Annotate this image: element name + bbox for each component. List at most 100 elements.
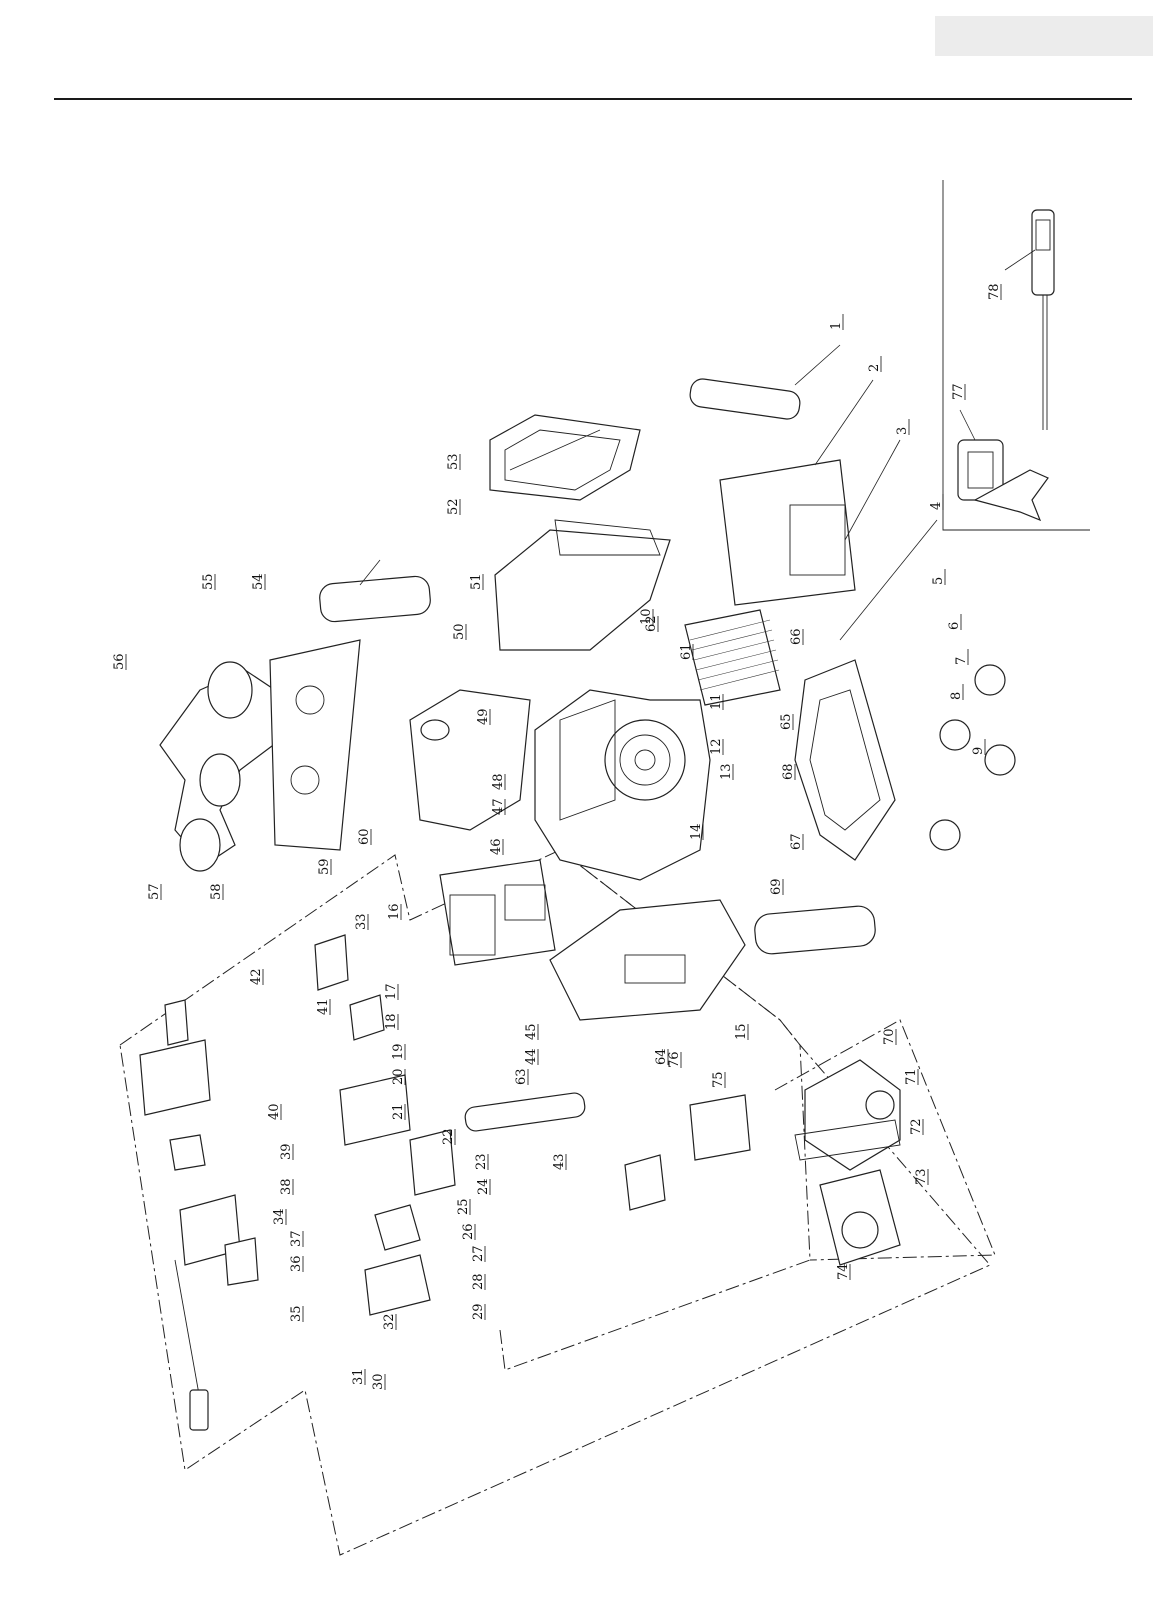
callout-32: 32	[382, 1313, 397, 1330]
callout-69: 69	[769, 878, 784, 895]
control-board-part	[170, 1135, 258, 1285]
callout-9: 9	[971, 747, 986, 755]
callout-78: 78	[987, 283, 1002, 300]
air-filter-grille-part	[685, 610, 780, 705]
callout-1: 1	[829, 322, 844, 330]
callout-41: 41	[316, 998, 331, 1015]
callout-45: 45	[524, 1023, 539, 1040]
callout-7: 7	[954, 657, 969, 665]
callout-71: 71	[904, 1068, 919, 1085]
fuel-tank-part	[410, 690, 530, 830]
callout-65: 65	[779, 713, 794, 730]
callout-52: 52	[446, 498, 461, 515]
callout-14: 14	[689, 823, 704, 840]
callout-76: 76	[667, 1051, 682, 1068]
callout-39: 39	[279, 1143, 294, 1160]
callout-46: 46	[489, 838, 504, 855]
base-tray-part	[795, 660, 1015, 860]
callout-49: 49	[476, 708, 491, 725]
callout-70: 70	[882, 1028, 897, 1045]
handle-tube-lower-part	[464, 1092, 586, 1132]
callout-68: 68	[781, 763, 796, 780]
callout-73: 73	[914, 1168, 929, 1185]
outlet-panel-part	[625, 1095, 750, 1210]
callout-5: 5	[931, 577, 946, 585]
callout-2: 2	[867, 364, 882, 372]
callout-12: 12	[709, 738, 724, 755]
mount-plate-part	[820, 1170, 900, 1265]
callout-23: 23	[474, 1153, 489, 1170]
side-cover-part	[720, 460, 855, 605]
callout-19: 19	[391, 1043, 406, 1060]
callout-53: 53	[446, 453, 461, 470]
callout-60: 60	[357, 828, 372, 845]
controller-housing-part	[140, 1000, 210, 1115]
callout-74: 74	[836, 1263, 851, 1280]
callout-50: 50	[452, 623, 467, 640]
callout-43: 43	[552, 1153, 567, 1170]
callout-16: 16	[387, 903, 402, 920]
callout-21: 21	[391, 1103, 406, 1120]
callout-29: 29	[471, 1303, 486, 1320]
callout-18: 18	[384, 1013, 399, 1030]
callout-37: 37	[289, 1230, 304, 1247]
callout-75: 75	[711, 1071, 726, 1088]
callout-26: 26	[461, 1223, 476, 1240]
regulator-assembly-part	[365, 1130, 455, 1315]
callout-13: 13	[719, 763, 734, 780]
charging-cable-part	[1032, 210, 1054, 430]
callout-33: 33	[354, 913, 369, 930]
callout-8: 8	[949, 692, 964, 700]
lower-housing-part	[550, 900, 745, 1020]
callout-31: 31	[351, 1368, 366, 1385]
callout-57: 57	[147, 883, 162, 900]
callout-63: 63	[514, 1068, 529, 1085]
callout-20: 20	[391, 1068, 406, 1085]
callout-47: 47	[491, 798, 506, 815]
callout-72: 72	[909, 1118, 924, 1135]
callout-30: 30	[371, 1373, 386, 1390]
accessory-panel	[943, 180, 1090, 530]
callout-51: 51	[469, 573, 484, 590]
callout-59: 59	[317, 858, 332, 875]
callout-58: 58	[209, 883, 224, 900]
callout-3: 3	[895, 427, 910, 435]
callout-62: 62	[644, 615, 659, 632]
callout-25: 25	[456, 1198, 471, 1215]
callout-40: 40	[267, 1103, 282, 1120]
usb-adapter-part	[958, 440, 1048, 520]
callout-55: 55	[201, 573, 216, 590]
callout-77: 77	[951, 383, 966, 400]
top-cover-part	[490, 415, 640, 500]
callout-44: 44	[524, 1048, 539, 1065]
callout-38: 38	[279, 1178, 294, 1195]
callout-67: 67	[789, 833, 804, 850]
engine-block-part	[535, 690, 710, 880]
callout-17: 17	[384, 983, 399, 1000]
callout-35: 35	[289, 1305, 304, 1322]
callout-48: 48	[491, 773, 506, 790]
callout-11: 11	[709, 693, 724, 710]
callout-36: 36	[289, 1255, 304, 1272]
muffler-box-part	[795, 1060, 900, 1170]
callout-4: 4	[929, 502, 944, 510]
handle-tube-part	[689, 377, 802, 420]
callout-15: 15	[734, 1023, 749, 1040]
callout-56: 56	[112, 653, 127, 670]
callout-6: 6	[947, 622, 962, 630]
callout-28: 28	[471, 1273, 486, 1290]
callout-61: 61	[679, 643, 694, 660]
cable-part	[175, 1260, 200, 1400]
callout-24: 24	[476, 1178, 491, 1195]
callout-66: 66	[789, 628, 804, 645]
side-panel-grille-part	[440, 860, 555, 965]
callout-27: 27	[471, 1245, 486, 1262]
handle-tube-bottom-part	[753, 905, 876, 955]
handle-tube-left-part	[319, 575, 432, 622]
carry-frame-part	[160, 640, 360, 871]
callout-42: 42	[249, 968, 264, 985]
callout-34: 34	[272, 1208, 287, 1225]
callout-54: 54	[251, 573, 266, 590]
